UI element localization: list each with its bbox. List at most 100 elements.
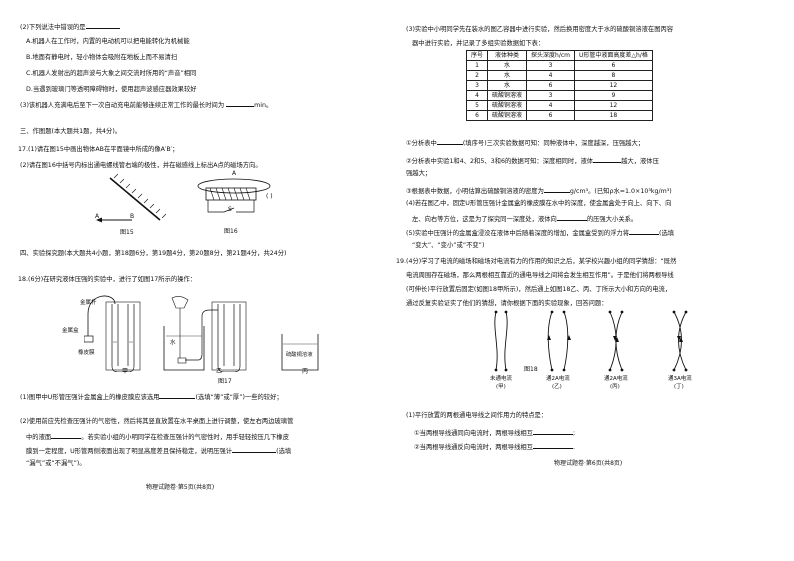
table-header: U形管中液面高度差△h/格 xyxy=(574,50,653,61)
fig18-jia-tag: (甲) xyxy=(496,384,506,390)
section-4-heading: 四、实验探究题(本大题共4小题，第18题6分，第19题4分，第20题8分，第21… xyxy=(20,250,287,257)
q19-line2: 电流周围存在磁场，那么两根相互靠近的通电导线之间将会发生相互作用”。于是他们将两… xyxy=(406,272,674,279)
answer-blank[interactable] xyxy=(85,22,120,29)
fig18-bing-label: 通2A电流 xyxy=(604,376,628,382)
table-cell: 6 xyxy=(574,60,653,71)
answer-blank[interactable] xyxy=(226,100,255,107)
table-cell: 6 xyxy=(526,80,575,91)
q2-option-a[interactable]: A.机器人在工作时，内置的电动机可以把电能转化为机械能 xyxy=(26,38,190,45)
q3-line1: (3)实验中小明同学先在装水的图乙容器中进行实验，然后换用密度大于水的硫酸铜溶液… xyxy=(406,26,674,33)
table-header: 探头深度h/cm xyxy=(526,50,575,61)
fig17-label-rod: 金属杆 xyxy=(80,300,97,306)
q2-option-c[interactable]: C.机器人发射出的超声波与大象之间交流时所用的“声音”相同 xyxy=(26,70,197,77)
q18-part2-line4: “漏气”或“不漏气”)。 xyxy=(26,460,86,467)
table-cell: 3 xyxy=(526,60,575,71)
table-header: 液体种类 xyxy=(487,50,528,61)
fig17-label-box: 金属盒 xyxy=(62,328,79,334)
q19-part1-b: ②当两根导线通反向电流时，两根导线相互. xyxy=(414,442,576,451)
fig16-pole-bracket[interactable]: ( ) xyxy=(266,193,273,200)
table-cell: 3 xyxy=(526,90,575,101)
q2-option-b[interactable]: B.地面有静电时，轻小物体会吸附在地板上而不易清扫 xyxy=(26,54,178,61)
answer-blank[interactable] xyxy=(51,432,82,439)
left-page: (2)下列说法中错误的是 A.机器人在工作时，内置的电动机可以把电能转化为机械能… xyxy=(18,0,388,561)
fig15-caption: 图15 xyxy=(120,229,134,236)
fig18-ding-label: 通3A电流 xyxy=(668,376,692,382)
answer-blank[interactable] xyxy=(543,186,570,193)
table-cell: 水 xyxy=(487,70,528,81)
table-cell: 水 xyxy=(487,80,528,91)
answer-blank[interactable] xyxy=(593,156,622,163)
table-header-row: 序号 液体种类 探头深度h/cm U形管中液面高度差△h/格 xyxy=(465,50,653,61)
fig17-caption: 图17 xyxy=(218,378,232,385)
analysis-2: ②分析表中实验1和4、2和5、3和6的数据可知：深度相同时，液体越大，液体压 xyxy=(406,156,659,165)
q5-line2: “变大”、“变小”或“不变”) xyxy=(412,242,485,249)
table-cell: 8 xyxy=(574,70,653,81)
q19-line3: (可伸长)平行放置后固定(如图18甲所示)，然后通上如图18乙、丙、丁所示大小和… xyxy=(406,286,672,293)
fig18-bing-tag: (丙) xyxy=(610,384,620,390)
q19-part1-a: ①当两根导线通同向电流时，两根导线相互; xyxy=(414,428,576,437)
figure-18-wires xyxy=(494,310,688,372)
table-cell: 水 xyxy=(487,60,528,71)
answer-blank[interactable] xyxy=(533,428,573,435)
fig17-label-water: 水 xyxy=(170,340,176,346)
q18-part1: (1)图甲中U形管压强计金属盒上的橡皮膜应该选用(选填“薄”或“厚”)一些的较好… xyxy=(20,392,283,401)
table-cell: 6 xyxy=(526,110,575,121)
answer-blank[interactable] xyxy=(533,442,573,449)
table-cell: 硫酸铜溶液 xyxy=(487,100,528,111)
answer-blank[interactable] xyxy=(436,138,463,145)
answer-blank[interactable] xyxy=(159,392,196,399)
q19-part1: (1)平行放置的两根通电导线之间作用力的特点是： xyxy=(406,412,548,419)
table-cell: 硫酸铜溶液 xyxy=(487,110,528,121)
figure-16-solenoid xyxy=(197,178,271,213)
fig17-label-rubber: 橡皮膜 xyxy=(78,350,95,356)
fig18-jia-label: 未通电流 xyxy=(490,376,513,382)
fig18-caption: 图18 xyxy=(524,366,538,373)
q4-line2: 左、向右等方位，这是为了探究同一深度处，液体向的压强大小关系。 xyxy=(412,214,638,223)
table-cell: 5 xyxy=(465,100,489,111)
fig18-ding-tag: (丁) xyxy=(674,384,684,390)
q18-stem: 18.(6分)在研究液体压强的实验中，进行了如图17所示的操作： xyxy=(18,276,197,283)
fig16-label-s: S xyxy=(228,206,232,213)
q18-part2-line2: 中的液面。若实验小组的小明同学在检查压强计的气密性时，用手轻轻按压几下橡皮 xyxy=(26,432,289,441)
fig16-caption: 图16 xyxy=(224,228,238,235)
table-cell: 1 xyxy=(465,60,489,71)
table-cell: 12 xyxy=(574,80,653,91)
analysis-2-cont: 强越大； xyxy=(406,170,432,177)
answer-blank[interactable] xyxy=(556,214,587,221)
table-header: 序号 xyxy=(465,50,489,61)
figure-15-mirror xyxy=(96,173,167,223)
fig17-label-bing: 丙 xyxy=(302,368,309,375)
right-page: (3)实验中小明同学先在装水的图乙容器中进行实验，然后换用密度大于水的硫酸铜溶液… xyxy=(396,0,780,561)
q19-line1: 19.(4分)学习了电流的磁场和磁场对电流有力的作用的知识之后，某学校兴趣小组的… xyxy=(396,258,677,265)
page-footer-left: 物理试题卷·第5页(共8页) xyxy=(146,484,215,491)
q19-line4: 通过反复实验证实了他们的猜想，请你根据下面的实验现象，回答问题： xyxy=(406,300,608,307)
fig15-label-b: B xyxy=(130,213,135,220)
answer-blank[interactable] xyxy=(232,446,277,453)
fig15-label-a: A xyxy=(95,213,100,220)
table-cell: 9 xyxy=(574,90,653,101)
page-footer-right: 物理试题卷·第6页(共8页) xyxy=(554,460,623,467)
q2-option-d[interactable]: D.当遇到玻璃门等透明障碍物时，使用超声波感应器效果较好 xyxy=(26,86,197,93)
analysis-1: ①分析表中(填序号)三次实验数据可知：同种液体中，深度越深，压强越大； xyxy=(406,138,645,147)
figure-17-apparatus xyxy=(84,295,319,372)
q5-line1: (5)实验中压强计的金属盒浸没在液体中后随着深度的增加，金属盒受到的浮力将(选填 xyxy=(406,228,675,237)
table-cell: 4 xyxy=(526,70,575,81)
table-cell: 4 xyxy=(526,100,575,111)
answer-blank[interactable] xyxy=(629,228,660,235)
table-cell: 6 xyxy=(465,110,489,121)
q17-part1: 17.(1)请在图15中画出物体AB在平面镜中所成的像A′B′； xyxy=(18,146,179,153)
fig17-label-jia: 甲 xyxy=(122,368,129,375)
fig16-label-a: A xyxy=(232,170,237,177)
table-cell: 3 xyxy=(465,80,489,91)
table-cell: 12 xyxy=(574,100,653,111)
fig18-yi-label: 通2A电流 xyxy=(546,376,570,382)
q4-line1: (4)若在图乙中，固定U形管压强计金属盒的橡皮膜在水中的深度，使金属盒处于向上、… xyxy=(406,200,672,207)
q2-stem: (2)下列说法中错误的是 xyxy=(20,22,120,32)
fig18-yi-tag: (乙) xyxy=(552,384,562,390)
